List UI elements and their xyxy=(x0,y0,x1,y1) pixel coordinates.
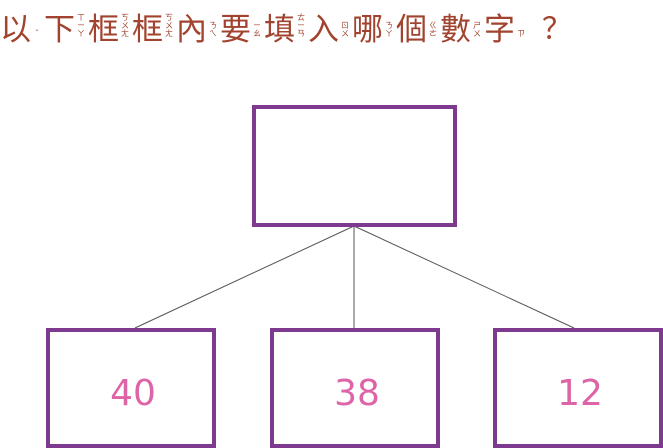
question-char: 字 ㄗ xyxy=(484,12,526,48)
question-char-zhuyin: ㄋㄚ xyxy=(385,21,393,38)
question-char-main: 以 xyxy=(0,12,31,48)
question-char-main: 填 xyxy=(264,12,295,48)
question-char-main: 入 xyxy=(308,12,339,48)
question-char-zhuyin: ㄕㄨ xyxy=(473,21,481,38)
question-char-main: 框 xyxy=(88,12,119,48)
question-text: 以 ˇ 下 ㄒㄧㄚ 框 ㄎㄨㄤ 框 ㄎㄨㄤ 內 ㄋㄟ 要 ㄧㄠ 填 ㄊㄧㄢ 入 … xyxy=(0,4,663,48)
question-char-zhuyin: ㄋㄟ xyxy=(209,21,217,38)
bottom-box-right xyxy=(493,328,663,448)
question-char-main: 內 xyxy=(176,12,207,48)
question-char-zhuyin: ㄗ xyxy=(517,29,525,38)
question-char-main: 個 xyxy=(396,12,427,48)
question-char-zhuyin: ㄍㄜ xyxy=(429,21,437,38)
bottom-box-right-value: 12 xyxy=(557,373,603,414)
question-char-main: 數 xyxy=(440,12,471,48)
top-answer-box xyxy=(252,105,457,227)
question-char-zhuyin: ㄧㄠ xyxy=(253,21,261,38)
question-char: 框 ㄎㄨㄤ xyxy=(132,12,174,48)
question-char: 要 ㄧㄠ xyxy=(220,12,262,48)
question-char-zhuyin: ㄎㄨㄤ xyxy=(165,13,173,38)
question-char: 下 ㄒㄧㄚ xyxy=(44,12,86,48)
question-char-main: 字 xyxy=(484,12,515,48)
bottom-box-middle xyxy=(270,328,440,448)
question-mark: ？ xyxy=(542,12,572,47)
question-char: 框 ㄎㄨㄤ xyxy=(88,12,130,48)
bottom-box-left xyxy=(46,328,216,448)
question-char-zhuyin: ㄖㄨ xyxy=(341,21,349,38)
question-char-zhuyin: ㄒㄧㄚ xyxy=(77,13,85,38)
question-char-zhuyin: ㄊㄧㄢ xyxy=(297,13,305,38)
question-char-main: 框 xyxy=(132,12,163,48)
question-char-zhuyin: ㄎㄨㄤ xyxy=(121,13,129,38)
question-char: 個 ㄍㄜ xyxy=(396,12,438,48)
connector-line-left xyxy=(134,225,355,329)
question-char: 以 ˇ xyxy=(0,12,42,48)
question-char-main: 哪 xyxy=(352,12,383,48)
connector-line-right xyxy=(353,225,575,329)
question-char: 填 ㄊㄧㄢ xyxy=(264,12,306,48)
question-char-main: 下 xyxy=(44,12,75,48)
question-char-zhuyin: ˇ xyxy=(35,29,39,38)
bottom-box-left-value: 40 xyxy=(110,373,156,414)
question-char: 內 ㄋㄟ xyxy=(176,12,218,48)
bottom-box-middle-value: 38 xyxy=(334,373,380,414)
question-char: 入 ㄖㄨ xyxy=(308,12,350,48)
question-char-main: 要 xyxy=(220,12,251,48)
question-char: 數 ㄕㄨ xyxy=(440,12,482,48)
question-char: 哪 ㄋㄚ xyxy=(352,12,394,48)
